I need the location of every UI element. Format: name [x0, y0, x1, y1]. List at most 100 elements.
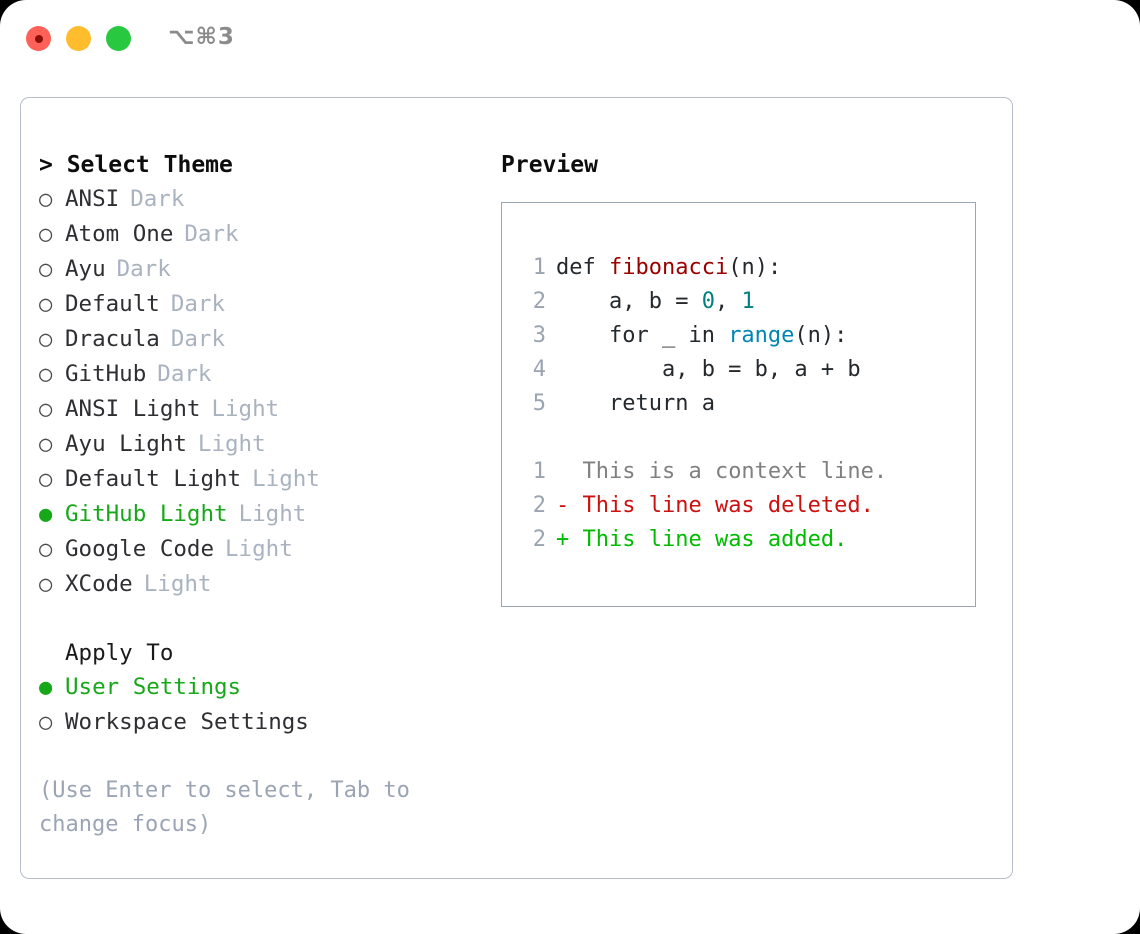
apply-to-options: ● User Settings ○Workspace Settings	[39, 670, 479, 740]
radio-unselected-icon[interactable]: ○	[39, 362, 53, 387]
theme-list-item[interactable]: ○ Ayu Light Light	[39, 427, 479, 462]
theme-name: GitHub	[65, 361, 147, 387]
apply-to-option[interactable]: ○Workspace Settings	[39, 705, 479, 740]
theme-variant-tag: Dark	[170, 291, 226, 317]
code-token-plain: a, b = b, a + b	[556, 357, 861, 382]
theme-list-item[interactable]: ○ Default Light Light	[39, 462, 479, 497]
minimize-window-button[interactable]	[66, 26, 91, 51]
diff-line: 2- This line was deleted.	[520, 489, 975, 523]
radio-unselected-icon[interactable]: ○	[39, 257, 53, 282]
theme-name: Dracula	[65, 326, 160, 352]
theme-name: Atom One	[65, 221, 174, 247]
code-line: 2 a, b = 0, 1	[520, 285, 975, 319]
theme-list-item[interactable]: ○ Google Code Light	[39, 532, 479, 567]
code-line-text: a, b = b, a + b	[556, 353, 861, 387]
theme-name: Ayu Light	[65, 431, 187, 457]
code-token-num: 0	[701, 289, 715, 314]
code-token-plain: (n):	[728, 255, 782, 280]
radio-unselected-icon[interactable]: ○	[39, 572, 53, 597]
radio-unselected-icon[interactable]: ○	[39, 187, 53, 212]
theme-variant-tag: Light	[197, 431, 266, 457]
diff-line: 2 + This line was added.	[520, 523, 975, 557]
theme-name: Ayu	[65, 256, 106, 282]
code-token-plain: a, b =	[556, 289, 702, 314]
code-token-plain: return a	[556, 391, 715, 416]
theme-variant-tag: Light	[143, 571, 212, 597]
diff-line: 1 This is a context line.	[520, 455, 975, 489]
theme-variant-tag: Light	[211, 396, 280, 422]
theme-name: ANSI	[65, 186, 120, 212]
diff-line-number: 2	[532, 527, 546, 552]
radio-unselected-icon[interactable]: ○	[39, 292, 53, 317]
theme-name: ANSI Light	[65, 396, 201, 422]
close-window-button[interactable]	[26, 26, 51, 51]
radio-unselected-icon[interactable]: ○	[39, 710, 53, 735]
code-line-number: 5	[532, 391, 546, 416]
keyboard-shortcut-label: ⌥⌘3	[168, 24, 235, 50]
code-token-plain: (n):	[794, 323, 848, 348]
code-line-number: 3	[532, 323, 546, 348]
code-line: 5 return a	[520, 387, 975, 421]
radio-unselected-icon[interactable]: ○	[39, 397, 53, 422]
theme-variant-tag: Dark	[184, 221, 239, 247]
code-line-text: a, b = 0, 1	[556, 285, 755, 319]
code-token-plain: for _ in	[556, 323, 729, 348]
theme-list-item[interactable]: ○ Atom One Dark	[39, 217, 479, 252]
preview-heading: Preview	[501, 152, 598, 178]
code-token-plain: def	[556, 255, 609, 280]
code-token-fn: fibonacci	[608, 255, 729, 280]
theme-name: Default	[65, 291, 160, 317]
theme-name: Google Code	[65, 536, 215, 562]
theme-name: GitHub Light	[65, 501, 228, 527]
diff-line-text: This line was added.	[569, 527, 848, 552]
diff-marker: +	[556, 527, 570, 552]
radio-unselected-icon[interactable]: ○	[39, 222, 53, 247]
theme-variant-tag: Light	[252, 466, 320, 492]
theme-variant-tag: Light	[225, 536, 293, 562]
code-token-num: 1	[741, 289, 755, 314]
code-token-bi: range	[728, 323, 795, 348]
code-line-number: 2	[532, 289, 546, 314]
code-line-number: 1	[532, 255, 546, 280]
apply-to-label: User Settings	[65, 674, 242, 700]
theme-list-item[interactable]: ○ Default Dark	[39, 287, 479, 322]
theme-list-item[interactable]: ○ Dracula Dark	[39, 322, 479, 357]
apply-to-option[interactable]: ● User Settings	[39, 670, 479, 705]
radio-unselected-icon[interactable]: ○	[39, 537, 53, 562]
diff-line-text: This is a context line.	[569, 459, 888, 484]
radio-unselected-icon[interactable]: ○	[39, 327, 53, 352]
diff-sample: 1 This is a context line.2- This line wa…	[520, 455, 975, 557]
radio-selected-icon[interactable]: ●	[39, 502, 53, 527]
theme-name: Default Light	[65, 466, 242, 492]
theme-variant-tag: Dark	[157, 361, 212, 387]
diff-line-number: 2	[532, 493, 546, 518]
preview-spacer	[520, 421, 975, 455]
theme-variant-tag: Light	[238, 501, 307, 527]
radio-unselected-icon[interactable]: ○	[39, 432, 53, 457]
theme-list-item[interactable]: ○ GitHub Dark	[39, 357, 479, 392]
theme-variant-tag: Dark	[170, 326, 226, 352]
radio-selected-icon[interactable]: ●	[39, 675, 53, 700]
zoom-window-button[interactable]	[106, 26, 131, 51]
theme-list-item[interactable]: ● GitHub Light Light	[39, 497, 479, 532]
code-line-number: 4	[532, 357, 546, 382]
diff-marker: -	[556, 493, 570, 518]
code-line: 1 def fibonacci(n):	[520, 251, 975, 285]
radio-unselected-icon[interactable]: ○	[39, 467, 53, 492]
keyboard-hint-text: (Use Enter to select, Tab to change focu…	[39, 778, 410, 837]
code-token-plain: ,	[714, 289, 742, 314]
diff-marker	[556, 455, 569, 489]
apply-to-section: Apply To ●User Settings○Workspace Settin…	[39, 636, 479, 740]
code-line: 4 a, b = b, a + b	[520, 353, 975, 387]
theme-list-item[interactable]: ○ ANSI Light Light	[39, 392, 479, 427]
